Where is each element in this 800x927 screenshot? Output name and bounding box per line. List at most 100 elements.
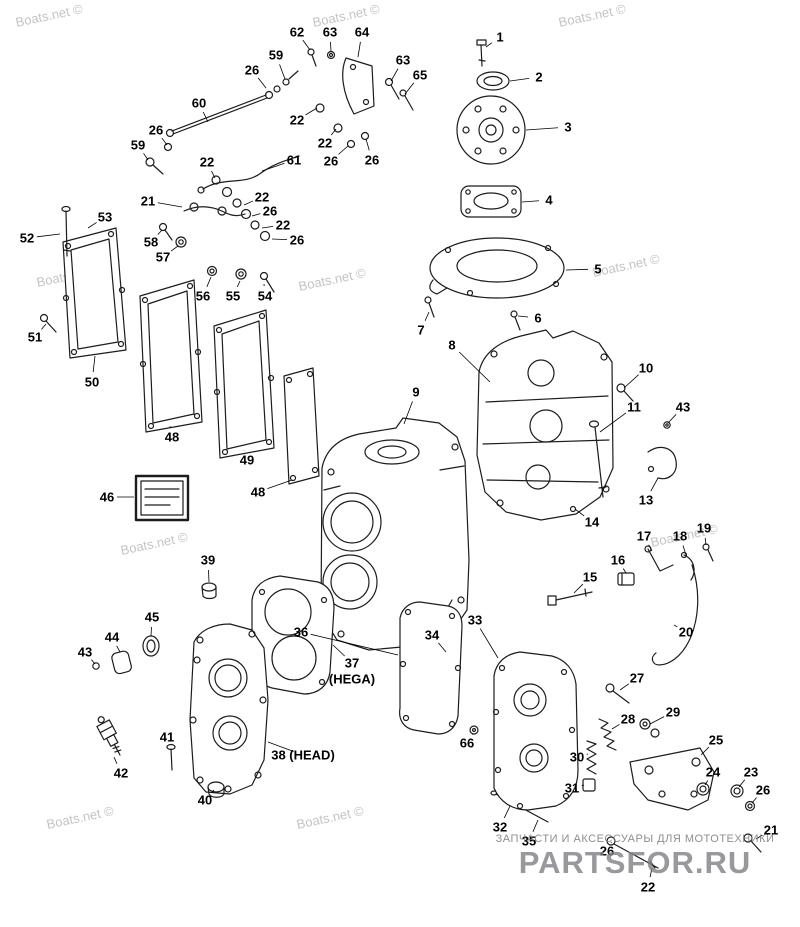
part-41-bolt bbox=[166, 743, 176, 771]
part-11-bolt bbox=[588, 420, 607, 498]
part-label-63: 63 bbox=[395, 52, 411, 68]
part-label-6: 6 bbox=[534, 310, 542, 326]
part-label-39: 39 bbox=[200, 552, 216, 568]
part-label-3: 3 bbox=[564, 119, 572, 135]
part-label-31: 31 bbox=[564, 780, 580, 796]
part-23-nut bbox=[730, 784, 744, 798]
part-label-59: 59 bbox=[268, 47, 284, 63]
part-30-spring bbox=[586, 740, 597, 775]
part-22-screw-bottom bbox=[606, 836, 659, 869]
part-label-25: 25 bbox=[708, 732, 724, 748]
part-24-nut bbox=[696, 782, 710, 796]
part-42-spark-plug bbox=[96, 716, 122, 756]
part-label-34: 34 bbox=[424, 627, 440, 643]
part-label-27: 27 bbox=[629, 670, 645, 686]
part-label-4: 4 bbox=[545, 192, 553, 208]
part-label-28: 28 bbox=[620, 711, 636, 727]
part-label-61: 61 bbox=[286, 152, 302, 168]
part-label-1: 1 bbox=[496, 29, 504, 45]
part-label-20: 20 bbox=[678, 624, 694, 640]
part-label-24: 24 bbox=[705, 764, 721, 780]
part-label-56: 56 bbox=[195, 288, 211, 304]
part-label-42: 42 bbox=[113, 765, 129, 781]
part-label-51: 51 bbox=[27, 329, 43, 345]
part-44-retainer bbox=[111, 650, 132, 675]
left-fasteners bbox=[39, 205, 275, 333]
part-label-30: 30 bbox=[569, 749, 585, 765]
part-label-43: 43 bbox=[77, 644, 93, 660]
part-label-54: 54 bbox=[257, 288, 273, 304]
part-27-bolt bbox=[605, 683, 630, 704]
part-label-60: 60 bbox=[191, 95, 207, 111]
part-label-66: 66 bbox=[459, 735, 475, 751]
part-10-bolt bbox=[616, 383, 634, 402]
part-label-44: 44 bbox=[104, 629, 120, 645]
part-label-10: 10 bbox=[638, 360, 654, 376]
part-label-65: 65 bbox=[412, 67, 428, 83]
part-label-11: 11 bbox=[627, 399, 641, 415]
part-38-cylinder-head bbox=[189, 623, 269, 795]
part-label-26: 26 bbox=[323, 153, 339, 169]
part-50-plate bbox=[62, 227, 127, 359]
part-label-13: 13 bbox=[638, 492, 654, 508]
part-13-clamp bbox=[647, 446, 677, 480]
part-46-box bbox=[134, 474, 190, 522]
part-label-22: 22 bbox=[199, 154, 215, 170]
part-label-26: 26 bbox=[755, 782, 771, 798]
part-label-58: 58 bbox=[143, 234, 159, 250]
part-label-hega: (HEGA) bbox=[328, 671, 376, 687]
part-label-8: 8 bbox=[448, 337, 456, 353]
part-40-cap bbox=[207, 781, 225, 798]
part-48-plate-b bbox=[283, 367, 320, 485]
part-28-spring bbox=[598, 718, 617, 751]
part-4-gasket bbox=[460, 185, 522, 218]
part-label-59: 59 bbox=[130, 137, 146, 153]
part-43-fitting-right bbox=[663, 421, 671, 429]
part-25-bracket bbox=[629, 747, 715, 811]
part-label-7: 7 bbox=[417, 322, 425, 338]
part-label-50: 50 bbox=[84, 374, 100, 390]
part-label-22: 22 bbox=[640, 879, 656, 895]
part-label-21: 21 bbox=[140, 193, 156, 209]
part-label-32: 32 bbox=[492, 819, 508, 835]
part-label-52: 52 bbox=[19, 230, 35, 246]
part-label-2: 2 bbox=[535, 69, 543, 85]
part-15-bolt bbox=[547, 588, 593, 606]
part-1-bolt bbox=[476, 39, 487, 67]
part-3-plate bbox=[456, 95, 526, 165]
part-label-55: 55 bbox=[225, 288, 241, 304]
part-label-35: 35 bbox=[521, 833, 537, 849]
part-33-end-cap bbox=[492, 651, 579, 811]
part-label-22: 22 bbox=[254, 189, 270, 205]
part-label-45: 45 bbox=[144, 609, 160, 625]
part-label-5: 5 bbox=[594, 261, 602, 277]
part-label-19: 19 bbox=[696, 520, 712, 536]
part-label-21: 21 bbox=[763, 822, 779, 838]
part-39-plug bbox=[201, 582, 217, 600]
part-48-plate-a bbox=[139, 279, 203, 433]
part-label-17: 17 bbox=[636, 528, 652, 544]
part-37-head-gasket bbox=[251, 575, 335, 695]
part-label-18: 18 bbox=[672, 528, 688, 544]
part-label-43: 43 bbox=[675, 399, 691, 415]
part-label-46: 46 bbox=[99, 489, 115, 505]
part-label-26: 26 bbox=[289, 232, 305, 248]
part-6-bolt bbox=[510, 310, 521, 331]
part-label-16: 16 bbox=[610, 552, 626, 568]
part-26-washer-right bbox=[744, 800, 756, 812]
linkage-assembly bbox=[145, 48, 414, 242]
part-label-23: 23 bbox=[743, 764, 759, 780]
part-label-29: 29 bbox=[665, 704, 681, 720]
part-21-screw-right bbox=[743, 833, 762, 853]
part-49-plate bbox=[213, 309, 275, 459]
part-label-26: 26 bbox=[244, 62, 260, 78]
part-label-41: 41 bbox=[159, 729, 175, 745]
part-8-crankcase bbox=[476, 329, 614, 521]
part-label-64: 64 bbox=[354, 24, 370, 40]
part-label-63: 63 bbox=[322, 24, 338, 40]
part-label-26: 26 bbox=[364, 152, 380, 168]
part-18-link bbox=[680, 551, 695, 581]
